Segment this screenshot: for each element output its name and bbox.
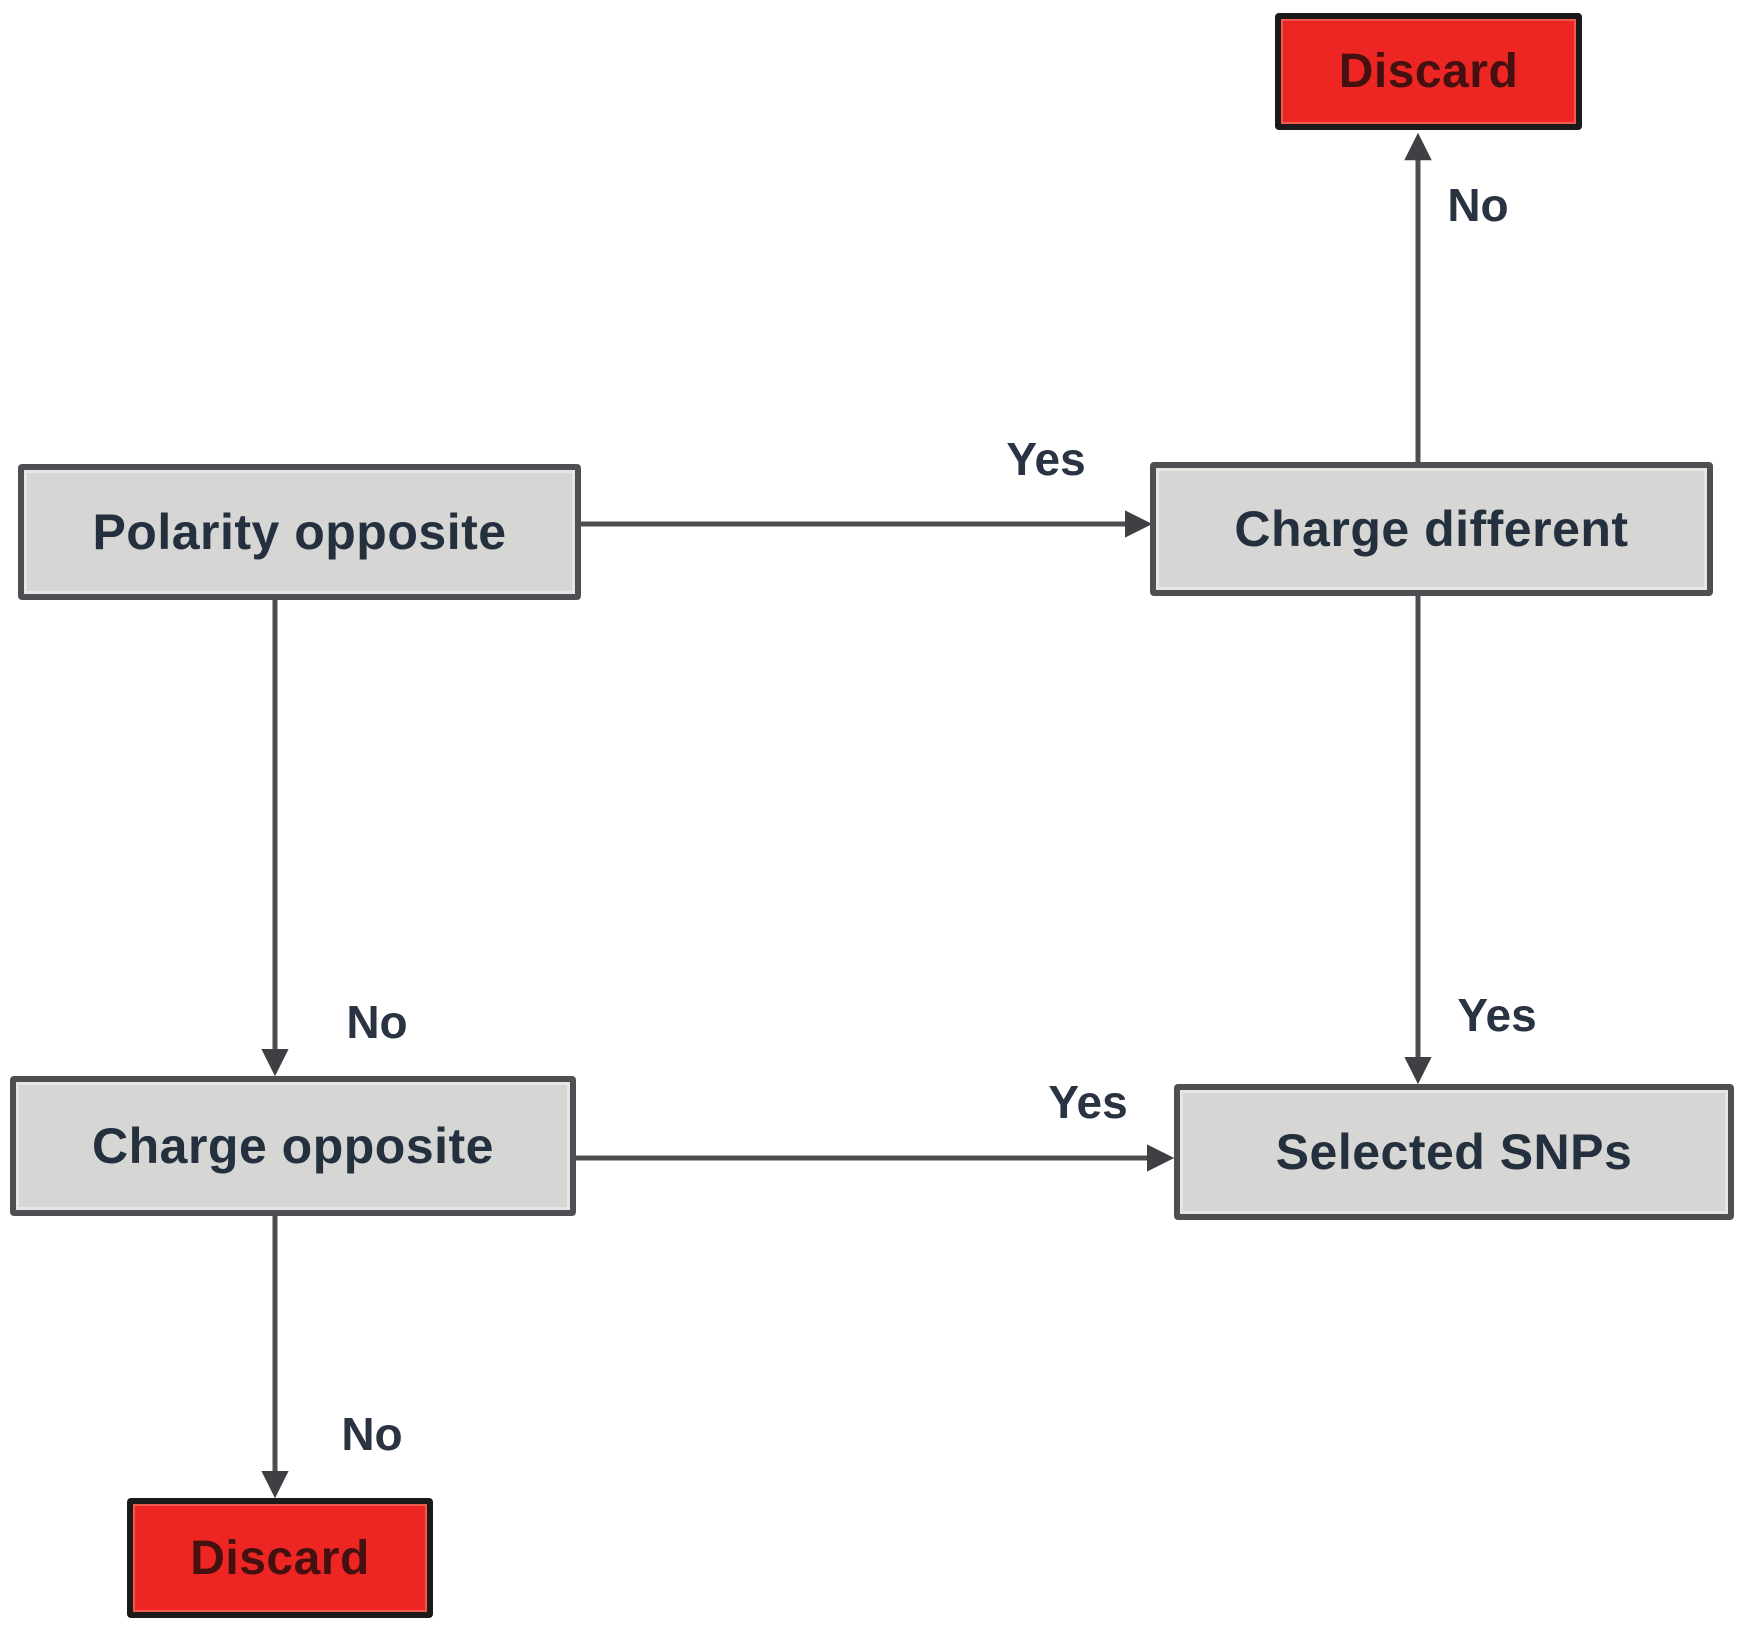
node-discard-top-label: Discard: [1338, 45, 1519, 98]
edge-label-polarity-to-charge-different: Yes: [1006, 433, 1086, 485]
node-polarity-opposite-label: Polarity opposite: [92, 504, 507, 560]
node-discard-bottom-label: Discard: [190, 1531, 370, 1585]
node-polarity-opposite: Polarity opposite: [18, 464, 581, 600]
node-selected-snps-label: Selected SNPs: [1275, 1124, 1633, 1180]
node-charge-opposite-label: Charge opposite: [92, 1118, 494, 1174]
node-charge-opposite: Charge opposite: [10, 1076, 576, 1216]
edge-label-charge-opposite-to-selected-snps: Yes: [1048, 1076, 1128, 1128]
edge-label-charge-opposite-to-discard-bottom: No: [341, 1408, 403, 1460]
node-discard-top: Discard: [1275, 13, 1582, 130]
node-selected-snps: Selected SNPs: [1174, 1084, 1734, 1220]
edge-label-polarity-to-charge-opposite: No: [346, 996, 408, 1048]
node-charge-different-label: Charge different: [1234, 501, 1629, 557]
edge-label-charge-different-to-selected-snps: Yes: [1457, 989, 1537, 1041]
edge-label-charge-different-to-discard-top: No: [1447, 179, 1509, 231]
node-charge-different: Charge different: [1150, 462, 1713, 596]
node-discard-bottom: Discard: [127, 1498, 433, 1618]
